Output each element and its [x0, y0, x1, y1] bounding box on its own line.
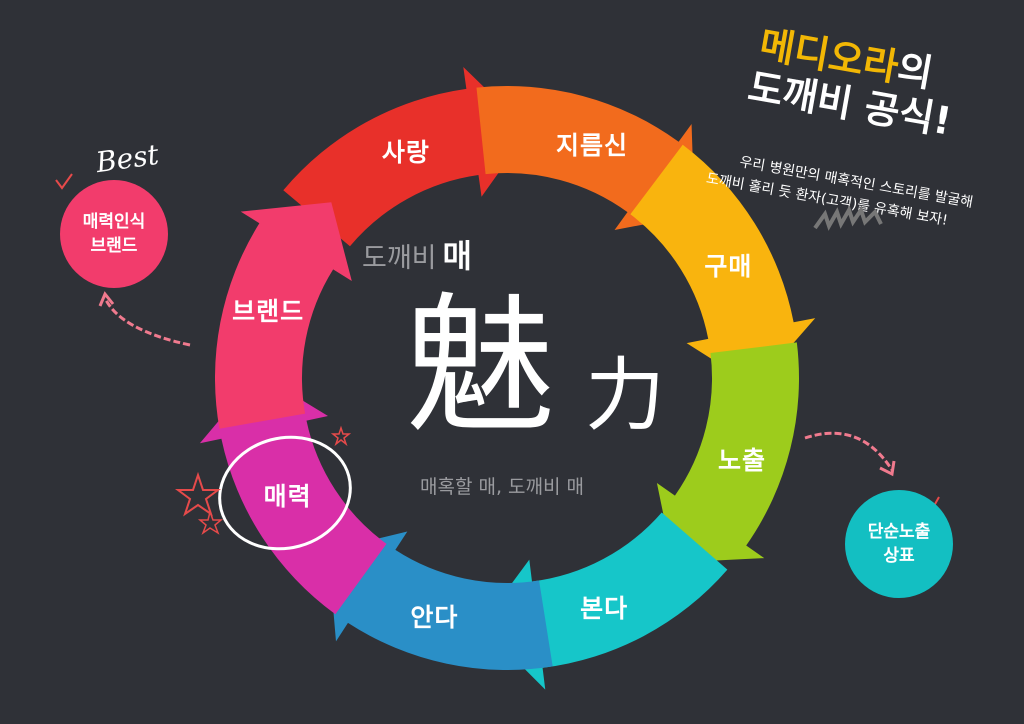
cycle-label: 본다: [580, 593, 629, 623]
badge-line: 브랜드: [90, 236, 138, 256]
badge-line: 매력인식: [82, 212, 146, 232]
badge-attractive-brand: 매력인식 브랜드: [60, 180, 168, 288]
center-bold: 매: [442, 237, 472, 275]
center-subtitle: 매혹할 매, 도깨비 매: [420, 476, 584, 498]
hanja-sub: 力: [585, 349, 665, 442]
cycle-arrow-0: [283, 67, 529, 247]
cycle-arrow-3: [656, 342, 799, 563]
headline-suffix: 의: [894, 46, 937, 96]
badge-line: 단순노출: [867, 522, 931, 542]
badge-line: 상표: [883, 546, 915, 566]
cycle-label: 안다: [410, 602, 459, 632]
cycle-label: 매력: [263, 481, 312, 511]
badge-mere-exposure: 단순노출 상표: [845, 490, 953, 598]
cycle-label: 브랜드: [232, 296, 305, 326]
cycle-label: 사랑: [381, 137, 430, 167]
cycle-label: 지름신: [555, 131, 628, 161]
cycle-arrow-2: [630, 144, 816, 387]
cycle-arrow-1: [476, 86, 695, 230]
cycle-label: 노출: [717, 445, 766, 475]
cycle-arrow-5: [328, 531, 553, 670]
cycle-label: 구매: [704, 252, 753, 282]
cycle-arrow-7: [215, 202, 352, 429]
center-prefix: 도깨비: [362, 243, 437, 274]
hanja-main: 魅: [405, 280, 556, 454]
